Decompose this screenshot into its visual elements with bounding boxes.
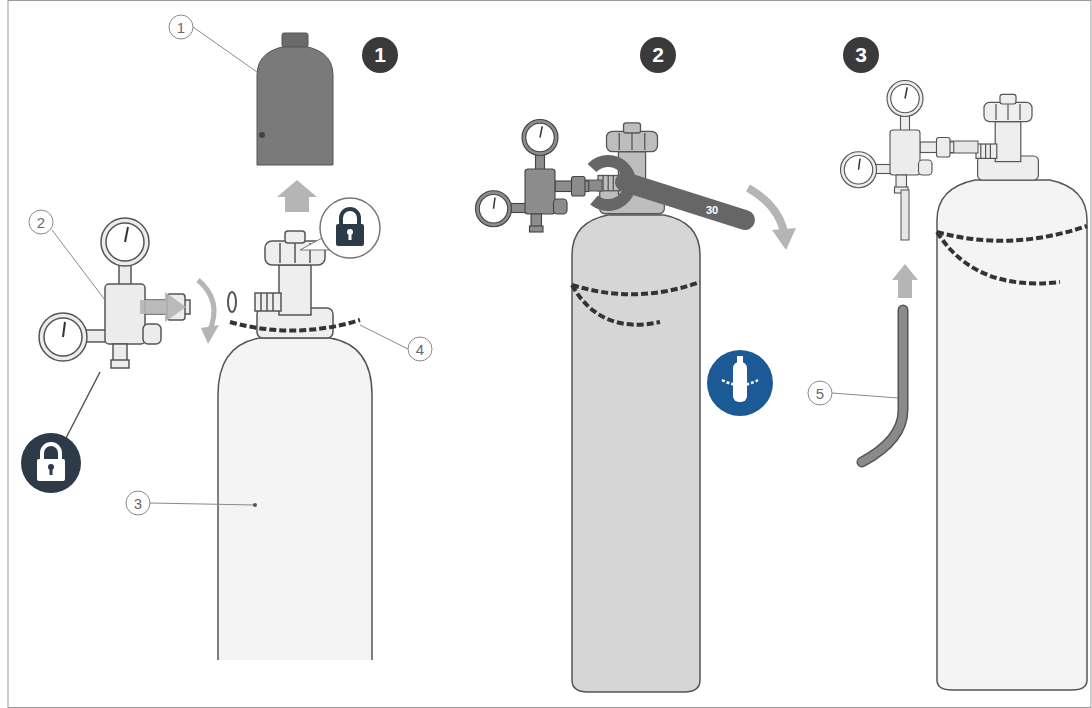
- bubble-circle: [320, 198, 380, 258]
- safety-chain: [230, 320, 360, 331]
- callout-number: 3: [126, 491, 151, 516]
- attach-arrow: [140, 292, 186, 322]
- padlock-shackle: [42, 444, 60, 461]
- frame: [8, 1, 1091, 708]
- callout-number: 2: [29, 210, 54, 235]
- bubble-circle: [21, 433, 81, 493]
- safety-chain: [937, 226, 1087, 241]
- step-number: 1: [362, 37, 398, 73]
- remove-arrow: [277, 180, 317, 212]
- padlock-body: [336, 224, 364, 246]
- icon-circle: [707, 350, 773, 416]
- callout-number: 1: [169, 15, 194, 40]
- keyhole: [50, 467, 53, 475]
- cylinder-valve: [976, 94, 1038, 180]
- panel-three: [832, 81, 1087, 691]
- panel-one: [21, 27, 408, 660]
- pressure-regulator: [476, 120, 589, 233]
- outlet-nipple: [901, 190, 909, 240]
- padlock-shackle: [341, 209, 359, 226]
- step-number: 3: [843, 37, 879, 73]
- tighten-arrowhead: [201, 325, 219, 344]
- callout-number: 4: [408, 337, 433, 362]
- gas-hose: [862, 310, 903, 462]
- keyhole: [349, 232, 352, 240]
- cap-hole: [259, 132, 265, 138]
- leader-dot: [253, 503, 257, 507]
- cap-nut: [282, 33, 308, 47]
- turn-arrow: [748, 188, 784, 232]
- turn-arrowhead: [772, 228, 796, 250]
- padlock-body: [37, 459, 65, 481]
- leader-line: [52, 230, 105, 300]
- leader-line: [150, 503, 255, 505]
- lock-bubble: [300, 198, 380, 258]
- icon-chain: [722, 380, 758, 385]
- gas-cylinder: [937, 180, 1087, 690]
- leader-line: [193, 27, 257, 72]
- icon-cylinder: [733, 362, 747, 402]
- pressure-regulator: [841, 81, 954, 194]
- cylinder-valve: [255, 231, 333, 338]
- leader-line: [360, 325, 408, 349]
- sealing-washer: [228, 292, 236, 312]
- chain-cylinder-icon: [707, 350, 773, 416]
- gas-hose: [862, 310, 903, 462]
- safety-chain: [937, 232, 1060, 283]
- leader-line: [832, 393, 898, 398]
- bubble-pointer: [66, 372, 100, 438]
- callout-number: 5: [808, 381, 833, 406]
- safety-chain: [572, 282, 700, 294]
- safety-chain: [572, 285, 660, 325]
- pressure-regulator: [39, 218, 190, 368]
- gas-cylinder: [572, 215, 700, 692]
- push-arrow: [892, 264, 918, 298]
- wrench-size-label: 30: [706, 204, 718, 216]
- icon-valve: [737, 356, 743, 363]
- lock-bubble: [21, 372, 100, 493]
- gas-cylinder: [218, 338, 372, 660]
- wrench-handle: [625, 182, 745, 220]
- step-number: 2: [640, 37, 676, 73]
- protective-cap: [257, 45, 333, 165]
- panel-two: [476, 120, 797, 693]
- tighten-arrow: [198, 280, 214, 330]
